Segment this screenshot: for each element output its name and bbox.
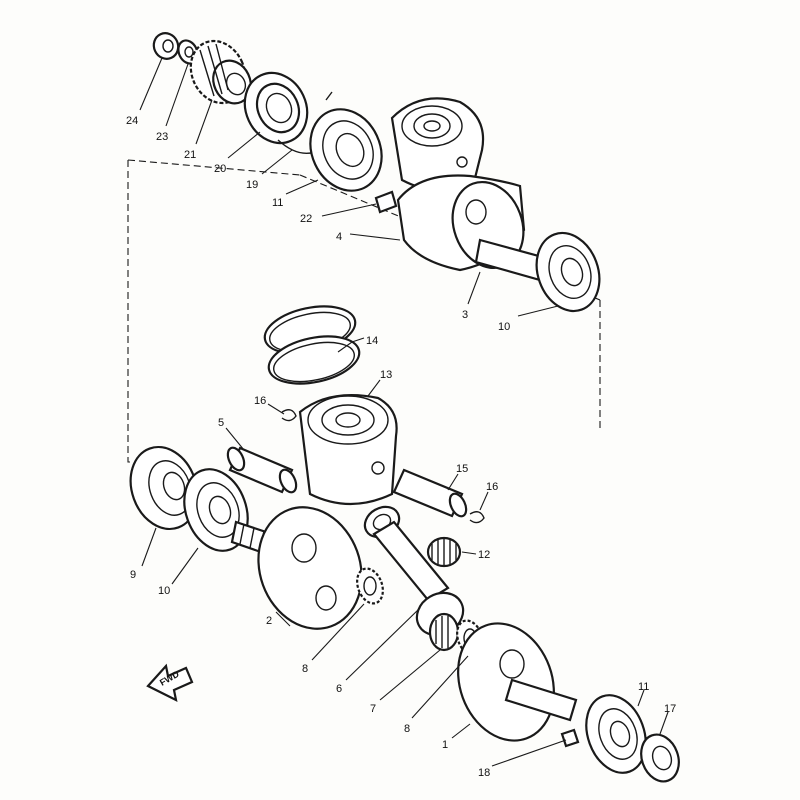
callout-10-lower: 10 bbox=[158, 585, 170, 597]
callout-23: 23 bbox=[156, 131, 168, 143]
piston-pin-5 bbox=[226, 446, 298, 494]
callout-20: 20 bbox=[214, 163, 226, 175]
assembly-guide-left bbox=[127, 160, 150, 463]
callout-11-top: 11 bbox=[272, 197, 283, 209]
callout-6: 6 bbox=[336, 683, 342, 695]
callout-11-lower: 11 bbox=[638, 681, 649, 693]
callout-13: 13 bbox=[380, 369, 392, 381]
callout-10-top: 10 bbox=[498, 321, 510, 333]
piston-13 bbox=[298, 393, 398, 506]
callout-2: 2 bbox=[266, 615, 272, 627]
callout-5: 5 bbox=[218, 417, 224, 429]
crank-half-2 bbox=[257, 506, 363, 630]
callout-12: 12 bbox=[478, 549, 490, 561]
piston-pin-15 bbox=[392, 468, 468, 518]
callout-8-left: 8 bbox=[302, 663, 308, 675]
callout-4: 4 bbox=[336, 231, 342, 243]
callout-numbers: 24 23 21 20 19 11 22 4 3 10 14 13 16 5 1… bbox=[126, 115, 676, 779]
key-18 bbox=[560, 728, 580, 748]
callout-8-right: 8 bbox=[404, 723, 410, 735]
nut-24 bbox=[152, 32, 180, 60]
callout-19: 19 bbox=[246, 179, 258, 191]
callout-16-left: 16 bbox=[254, 395, 266, 407]
callout-1: 1 bbox=[442, 739, 448, 751]
crankshaft-assembled bbox=[396, 174, 548, 282]
callout-7: 7 bbox=[370, 703, 376, 715]
bearing-11-top bbox=[309, 108, 383, 192]
callout-3: 3 bbox=[462, 309, 468, 321]
callout-16-right: 16 bbox=[486, 481, 498, 493]
callout-24: 24 bbox=[126, 115, 138, 127]
key-22 bbox=[374, 190, 398, 214]
piston-rings-14 bbox=[263, 305, 361, 385]
callout-15: 15 bbox=[456, 463, 468, 475]
bearing-10-top bbox=[535, 231, 601, 313]
callout-21: 21 bbox=[184, 149, 196, 161]
circlip-16-right bbox=[469, 511, 485, 524]
callout-22: 22 bbox=[300, 213, 312, 225]
circlip-16-left bbox=[281, 409, 297, 422]
callout-17: 17 bbox=[664, 703, 676, 715]
callout-9: 9 bbox=[130, 569, 136, 581]
assembly-guide-top bbox=[127, 159, 301, 176]
callout-18: 18 bbox=[478, 767, 490, 779]
crank-half-1 bbox=[457, 622, 578, 742]
bearing-11-lower bbox=[585, 694, 647, 774]
thrust-washer-8-left bbox=[356, 567, 384, 605]
oil-seal-20 bbox=[243, 71, 309, 145]
forward-arrow-icon: FWD bbox=[146, 663, 194, 702]
bearing-10-lower bbox=[183, 468, 249, 552]
needle-bearing-12 bbox=[426, 536, 462, 568]
oil-seal-17 bbox=[640, 733, 680, 783]
leader-lines bbox=[139, 57, 669, 767]
big-end-bearing-7 bbox=[428, 612, 460, 652]
callout-14: 14 bbox=[366, 335, 378, 347]
gear-21 bbox=[189, 39, 252, 105]
